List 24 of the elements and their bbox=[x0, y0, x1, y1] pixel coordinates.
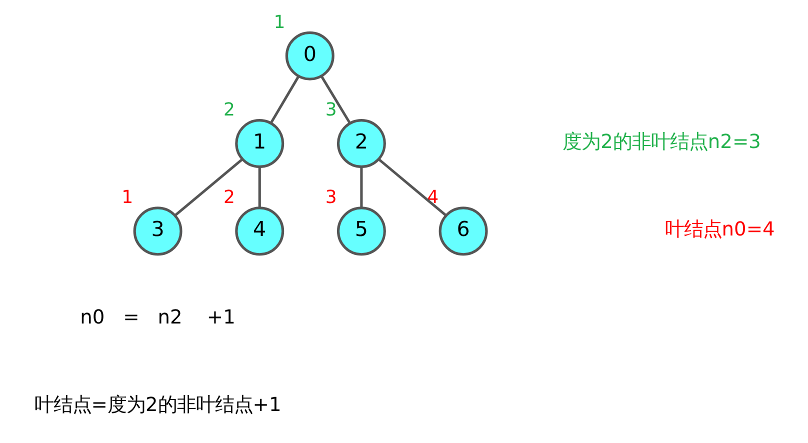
label: 度为2的非叶结点n2=3 bbox=[562, 130, 761, 154]
node-circle: 1 bbox=[235, 119, 284, 168]
connector bbox=[320, 76, 351, 124]
node-label: 1 bbox=[274, 12, 286, 33]
node-label: 2 bbox=[224, 187, 236, 208]
connector bbox=[174, 158, 244, 216]
node-label: 1 bbox=[122, 187, 134, 208]
label: 叶结点=度为2的非叶结点+1 bbox=[34, 392, 282, 416]
node-circle: 0 bbox=[285, 31, 334, 80]
label: n0 = n2 +1 bbox=[80, 305, 236, 328]
node-label: 3 bbox=[325, 187, 337, 208]
node-label: 2 bbox=[224, 99, 236, 120]
node-circle: 2 bbox=[336, 119, 386, 168]
node-circle: 4 bbox=[235, 206, 284, 256]
connector bbox=[270, 76, 300, 124]
node-circle: 5 bbox=[336, 206, 386, 256]
connector bbox=[258, 167, 261, 208]
node-circle: 3 bbox=[133, 206, 182, 256]
node-circle: 6 bbox=[438, 206, 488, 256]
node-label: 4 bbox=[427, 187, 439, 208]
connector bbox=[360, 167, 363, 208]
label: 叶结点n0=4 bbox=[664, 218, 775, 241]
node-label: 3 bbox=[325, 99, 337, 120]
connector bbox=[378, 158, 447, 216]
